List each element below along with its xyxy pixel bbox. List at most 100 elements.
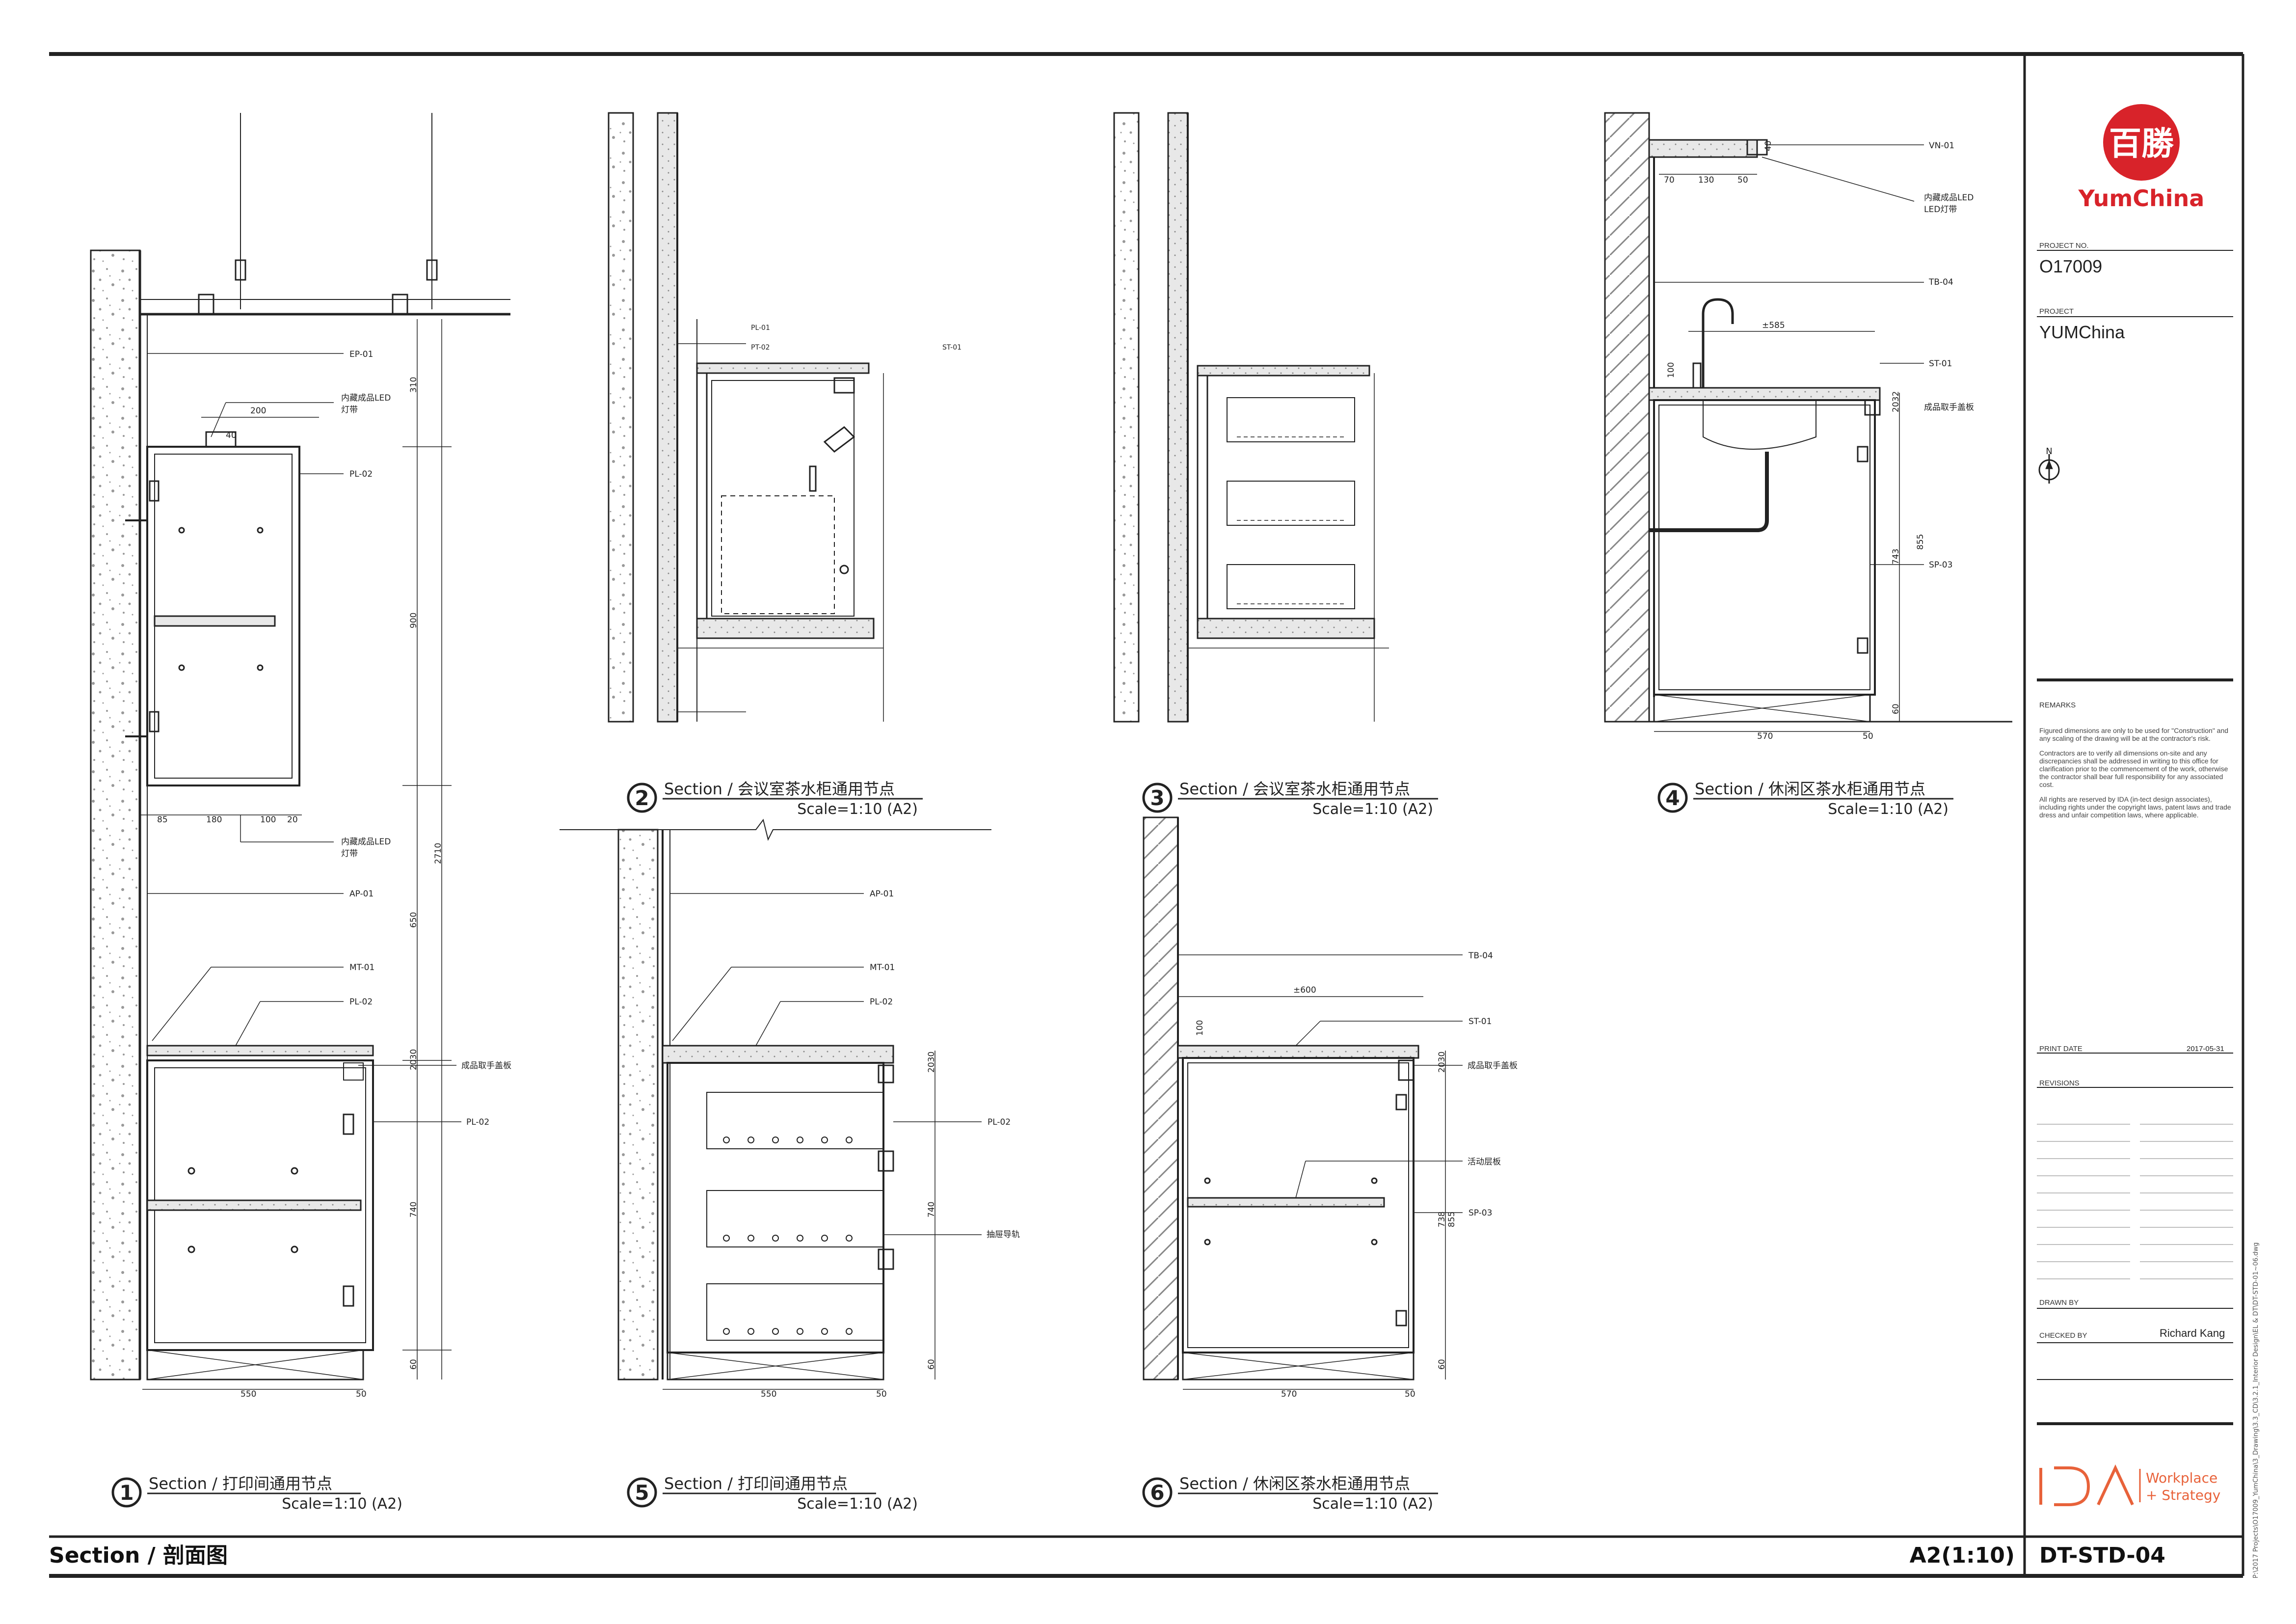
dim-label: 310 xyxy=(409,377,419,393)
dim-label: 2030 xyxy=(409,1049,419,1070)
dim-label: 60 xyxy=(409,1359,419,1370)
dim-label: 2710 xyxy=(433,843,443,864)
section-title: Section / 打印间通用节点 xyxy=(149,1474,332,1493)
section-number: 6 xyxy=(1150,1481,1164,1505)
section-titles: 1 Section / 打印间通用节点 Scale=1:10 (A2) 2 Se… xyxy=(111,780,1953,1513)
dim-label: ±585 xyxy=(1762,321,1785,330)
dim-label: 2030 xyxy=(927,1052,936,1073)
project-no-label: PROJECT NO. xyxy=(2039,242,2089,250)
dim-label: 100 xyxy=(1666,362,1676,378)
section-title: Section / 休闲区茶水柜通用节点 xyxy=(1179,1474,1410,1493)
tag-pl-02: PL-02 xyxy=(349,997,373,1007)
dim-label: 855 xyxy=(1447,1212,1457,1227)
dim-label: 550 xyxy=(240,1389,256,1399)
dim-label: 570 xyxy=(1281,1389,1297,1399)
dim-label: 130 xyxy=(1698,175,1714,185)
logo-red-seal xyxy=(2103,104,2180,181)
dim-label: 100 xyxy=(1195,1020,1205,1036)
tag: ST-01 xyxy=(942,344,961,352)
remarks-label: REMARKS xyxy=(2039,701,2076,709)
project-no: O17009 xyxy=(2039,256,2103,276)
section-number: 3 xyxy=(1150,786,1164,810)
tag-tb-04: TB-04 xyxy=(1468,951,1493,961)
section-scale: Scale=1:10 (A2) xyxy=(282,1495,402,1513)
yumchina-logo: 百勝 YumChina xyxy=(2078,104,2205,212)
section-5-drawing xyxy=(560,818,991,1390)
section-4-annotations: VN-01 TB-04 ST-01 SP-03 内藏成品LED LED灯带 成品… xyxy=(1664,140,1974,741)
section-title: Section / 打印间通用节点 xyxy=(664,1474,848,1493)
note-led-strip: 灯带 xyxy=(341,405,358,415)
dim-label: 738 xyxy=(1437,1212,1447,1227)
dim-label: 70 xyxy=(1664,175,1675,185)
section-number-circle xyxy=(627,783,657,813)
sheet-frame xyxy=(49,52,2244,1578)
tag-pl-02: PL-02 xyxy=(349,469,373,479)
dim-label: 50 xyxy=(1863,731,1873,741)
section-scale: Scale=1:10 (A2) xyxy=(1828,801,1949,818)
revisions-label: REVISIONS xyxy=(2039,1079,2080,1087)
remarks-block: Figured dimensions are only to be used f… xyxy=(2039,727,2233,826)
file-path: P:\2017 Projects\O17009_YumChina\3_Drawi… xyxy=(2252,1243,2260,1578)
section-number-circle xyxy=(111,1477,142,1508)
dim-label: 550 xyxy=(761,1389,776,1399)
remark-text: Figured dimensions are only to be used f… xyxy=(2039,727,2229,742)
remark-text: Contractors are to verify all dimensions… xyxy=(2039,749,2228,788)
section-4-drawing xyxy=(1604,112,2012,732)
dim-label: 40 xyxy=(226,431,237,440)
north-arrow-icon: N xyxy=(2038,446,2060,484)
tag-st-01: ST-01 xyxy=(1929,359,1952,369)
tag-vn-01: VN-01 xyxy=(1929,141,1954,151)
dim-label: 100 xyxy=(260,815,276,825)
dim-label: 50 xyxy=(1405,1389,1415,1399)
section-number-circle xyxy=(1657,783,1688,813)
tag: PL-01 xyxy=(751,324,770,332)
section-scale: Scale=1:10 (A2) xyxy=(797,1495,918,1513)
sheet-title: Section / 剖面图 xyxy=(49,1543,228,1568)
drawn-by-label: DRAWN BY xyxy=(2039,1299,2079,1307)
note-led-strip: 内藏成品LED xyxy=(341,837,391,847)
dim-label: 743 xyxy=(1891,549,1901,565)
project-name: YUMChina xyxy=(2039,322,2125,342)
note-drawer-rail: 抽屉导轨 xyxy=(987,1230,1020,1240)
ida-logo xyxy=(2039,1464,2134,1506)
section-number-circle xyxy=(627,1477,657,1508)
tag-mt-01: MT-01 xyxy=(870,963,895,973)
dim-label: 180 xyxy=(206,815,222,825)
section-scale: Scale=1:10 (A2) xyxy=(1312,1495,1433,1513)
print-date: 2017-05-31 xyxy=(2187,1045,2224,1053)
dim-label: 2030 xyxy=(1437,1052,1447,1073)
ida-tagline-2: + Strategy xyxy=(2146,1487,2220,1503)
section-3-drawing xyxy=(1113,112,1389,723)
tag-tb-04: TB-04 xyxy=(1928,277,1953,287)
note-movable-shelf: 活动层板 xyxy=(1468,1157,1501,1167)
dim-label: 740 xyxy=(927,1202,936,1218)
section-scale: Scale=1:10 (A2) xyxy=(1312,801,1433,818)
section-title: Section / 休闲区茶水柜通用节点 xyxy=(1695,780,1925,798)
section-title: Section / 会议室茶水柜通用节点 xyxy=(664,780,895,798)
title-block xyxy=(2037,250,2233,1425)
dim-label: 85 xyxy=(157,815,168,825)
note-handle-cover: 成品取手盖板 xyxy=(461,1061,511,1071)
tag-pl-02: PL-02 xyxy=(466,1117,489,1127)
note-handle-cover: 成品取手盖板 xyxy=(1924,403,1974,412)
section-1-drawing xyxy=(90,113,510,1390)
section-2-annotations: PL-01 PT-02 ST-01 xyxy=(751,324,961,352)
logo-chars: 百勝 xyxy=(2109,125,2174,162)
section-1-annotations: EP-01 PL-02 AP-01 MT-01 PL-02 PL-02 成品取手… xyxy=(157,350,511,1399)
dim-label: 60 xyxy=(927,1359,936,1370)
tag-mt-01: MT-01 xyxy=(349,963,374,973)
checked-by-label: CHECKED BY xyxy=(2039,1331,2087,1340)
section-5-drawer-handles xyxy=(723,1137,853,1335)
dim-label: 50 xyxy=(356,1389,367,1399)
tag-ap-01: AP-01 xyxy=(349,889,374,899)
sheet-number: DT-STD-04 xyxy=(2039,1543,2165,1568)
ida-tagline: Workplace + Strategy xyxy=(2139,1469,2220,1503)
ida-tagline-1: Workplace xyxy=(2146,1470,2217,1486)
section-number: 5 xyxy=(635,1481,649,1505)
note-led-strip: 内藏成品LED xyxy=(341,393,391,403)
revision-lines xyxy=(2037,1124,2233,1279)
logo-text: YumChina xyxy=(2078,185,2205,212)
dim-label: 900 xyxy=(409,613,419,628)
tag-st-01: ST-01 xyxy=(1468,1017,1492,1027)
project-label: PROJECT xyxy=(2039,307,2074,316)
